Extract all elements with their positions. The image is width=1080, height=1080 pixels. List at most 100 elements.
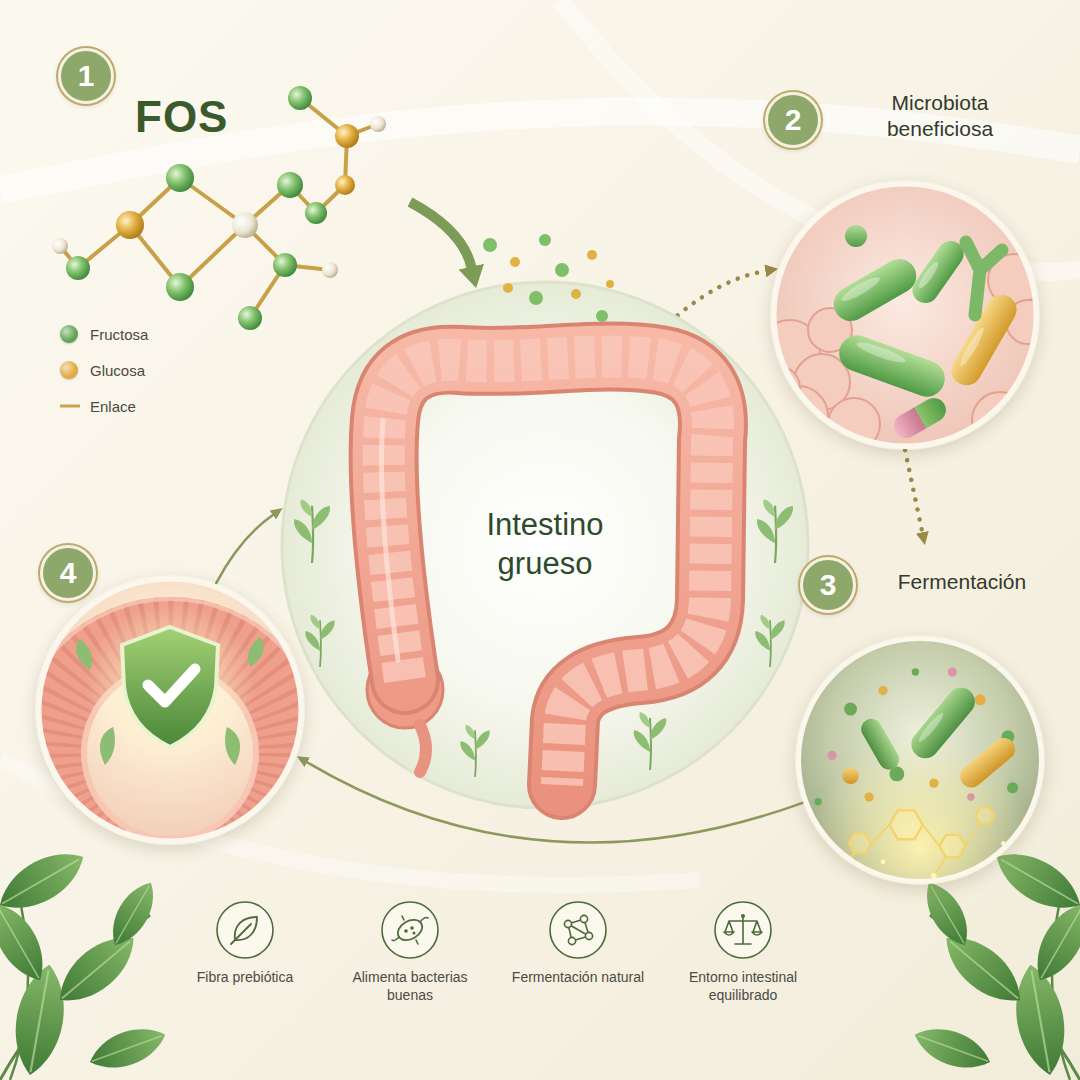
fermentation-illustration-part-part-part <box>864 792 873 801</box>
illustration-disc <box>770 180 1040 450</box>
fos-molecule-part <box>335 124 359 148</box>
text-slot: Microbiota beneficiosa <box>840 90 1040 143</box>
text-slot: 2 <box>765 92 821 148</box>
colon-illustration-part <box>282 282 808 808</box>
bacteria-icon-part <box>392 916 428 944</box>
fermentation-illustration-part <box>796 636 1044 884</box>
fermentation-illustration-part-part-part <box>906 682 981 764</box>
fermentation-illustration-part <box>799 639 1042 882</box>
balance-icon-part <box>724 932 762 935</box>
fermentation-illustration-part-part-part <box>916 711 945 744</box>
legend-text: Glucosa <box>90 362 145 379</box>
fermentation-illustration-part-part-part <box>878 686 887 695</box>
colon-illustration-part <box>757 499 793 563</box>
colon-illustration-part <box>384 356 713 785</box>
microbiota-illustration <box>770 180 1040 450</box>
molecule-group: 1FOS <box>40 40 410 310</box>
fos-particles-part <box>587 250 597 260</box>
microbiota-illustration-part-part <box>834 330 950 401</box>
fos-molecule <box>52 86 386 330</box>
fos-molecule-part <box>370 116 386 132</box>
protection-illustration-part-part <box>122 627 218 747</box>
colon-illustration-part <box>460 725 489 777</box>
colon-illustration-part <box>755 615 784 667</box>
fos-molecule-part <box>288 86 312 110</box>
step-circle: 2 Microbiota beneficiosa <box>760 70 1060 450</box>
leaves-bottom-left <box>0 840 171 1080</box>
soft-swooshes <box>0 0 1080 885</box>
protection-illustration-part-part-part <box>76 639 92 670</box>
fos-particles-part <box>539 234 551 246</box>
microbiota-illustration-part <box>774 184 1036 446</box>
colon-illustration-part <box>384 356 713 785</box>
fermentation-illustration-part-part-part <box>889 810 922 839</box>
colon-illustration <box>280 280 810 810</box>
fermentation-illustration-part-part-part <box>975 694 986 705</box>
fos-particles-part <box>571 289 581 299</box>
fos-molecule-part <box>66 256 90 280</box>
fermentation-illustration-part-part-part <box>912 668 919 675</box>
callout-number: 2 <box>765 92 821 148</box>
fermentation-illustration-part-part <box>842 767 859 784</box>
molecule-icon-part <box>550 902 606 958</box>
step-circle: 3 Fermentación <box>790 545 1060 890</box>
fos-molecule-part <box>335 175 355 195</box>
fermentation-illustration-part-part <box>849 808 994 858</box>
protection-illustration-part-part <box>85 602 255 772</box>
microbiota-illustration-part-part <box>907 236 968 308</box>
step-circle: 4 <box>25 545 315 850</box>
protection-illustration-part <box>39 579 301 841</box>
leaves-bottom-left-part <box>102 875 164 952</box>
microbiota-illustration-part-part-part <box>855 339 907 366</box>
step-heading: Fermentación <box>872 569 1052 595</box>
icon-circle <box>215 900 275 960</box>
fermentation-illustration-part-part-part <box>967 793 974 800</box>
microbiota-illustration-part <box>771 181 1039 449</box>
fermentation-illustration-part-part-part <box>929 779 938 788</box>
fos-molecule-part <box>305 202 327 224</box>
icon-circle <box>713 900 773 960</box>
microbiota-illustration-part-part-part <box>834 330 950 401</box>
fos-particles-part <box>596 310 608 322</box>
benefit-label: Entorno intestinal equilibrado <box>673 968 813 1004</box>
molecule-icon-part <box>568 937 575 944</box>
microbiota-illustration-part-part-part <box>890 394 950 443</box>
fos-molecule-part <box>277 172 303 198</box>
legend-text: Enlace <box>90 398 136 415</box>
microbiota-illustration-part-part-part <box>946 289 1022 391</box>
fermentation-illustration-part-part-part <box>948 667 957 676</box>
legend-row: Enlace <box>60 388 148 424</box>
colon-illustration-part <box>634 712 667 770</box>
microbiota-illustration-part <box>770 180 1040 450</box>
bacteria-icon-part <box>404 929 408 933</box>
illustration-disc <box>35 575 305 845</box>
benefit-icon: Entorno intestinal equilibrado <box>668 900 818 1004</box>
text-slot: Fermentación <box>872 569 1052 595</box>
fermentation-illustration-part-part-part <box>965 824 980 847</box>
benefit-icon: Fermentación natural <box>503 900 653 986</box>
fermentation-illustration-part-part <box>906 682 981 764</box>
fermentation-illustration-part-part-part <box>931 873 937 879</box>
molecule-icon-part <box>580 915 587 922</box>
protection-illustration <box>35 575 305 845</box>
fermentation-illustration-part-part <box>814 667 1031 824</box>
microbiota-illustration-part-part <box>828 253 923 327</box>
leaves-bottom-right-part <box>1024 895 1080 989</box>
colon-illustration-part <box>381 420 398 660</box>
fermentation-illustration-part-part-part <box>934 857 946 875</box>
microbiota-illustration-part-part-part <box>916 260 941 291</box>
dotted-arrow <box>678 271 766 316</box>
benefit-label: Fermentación natural <box>508 968 648 986</box>
legend-swatch <box>60 361 78 379</box>
fermentation-illustration-part-part <box>956 733 1020 792</box>
bacteria-icon-part <box>413 932 416 935</box>
callout-number: 3 <box>800 557 856 613</box>
balance-icon-part <box>725 916 761 944</box>
protection-illustration-part <box>35 575 305 845</box>
legend-swatch <box>60 325 78 343</box>
leaves-bottom-left-part <box>0 840 93 922</box>
fermentation-illustration-part-part <box>795 635 1045 885</box>
microbiota-illustration-part-part-part <box>828 253 923 327</box>
fermentation-illustration-part-part-part <box>939 835 965 857</box>
